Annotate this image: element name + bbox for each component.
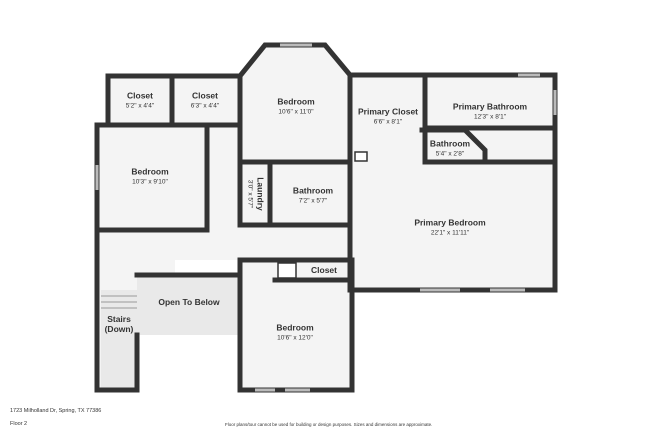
stairs-treads <box>101 295 137 309</box>
room-label: Open To Below <box>158 297 220 307</box>
address: 1723 Milholland Dr, Spring, TX 77386 <box>10 408 102 414</box>
room-label: Closet <box>311 265 337 275</box>
hatched-column <box>354 151 368 162</box>
floor-fill <box>99 45 555 390</box>
open-to-below-area <box>137 275 240 335</box>
disclaimer: Floor plans/tour cannot be used for buil… <box>225 422 433 427</box>
room-label: Stairs (Down) <box>104 314 134 334</box>
hatched-column <box>277 262 297 279</box>
windows <box>95 43 557 392</box>
stairs-area <box>101 290 137 388</box>
floor-label: Floor 2 <box>10 421 28 427</box>
